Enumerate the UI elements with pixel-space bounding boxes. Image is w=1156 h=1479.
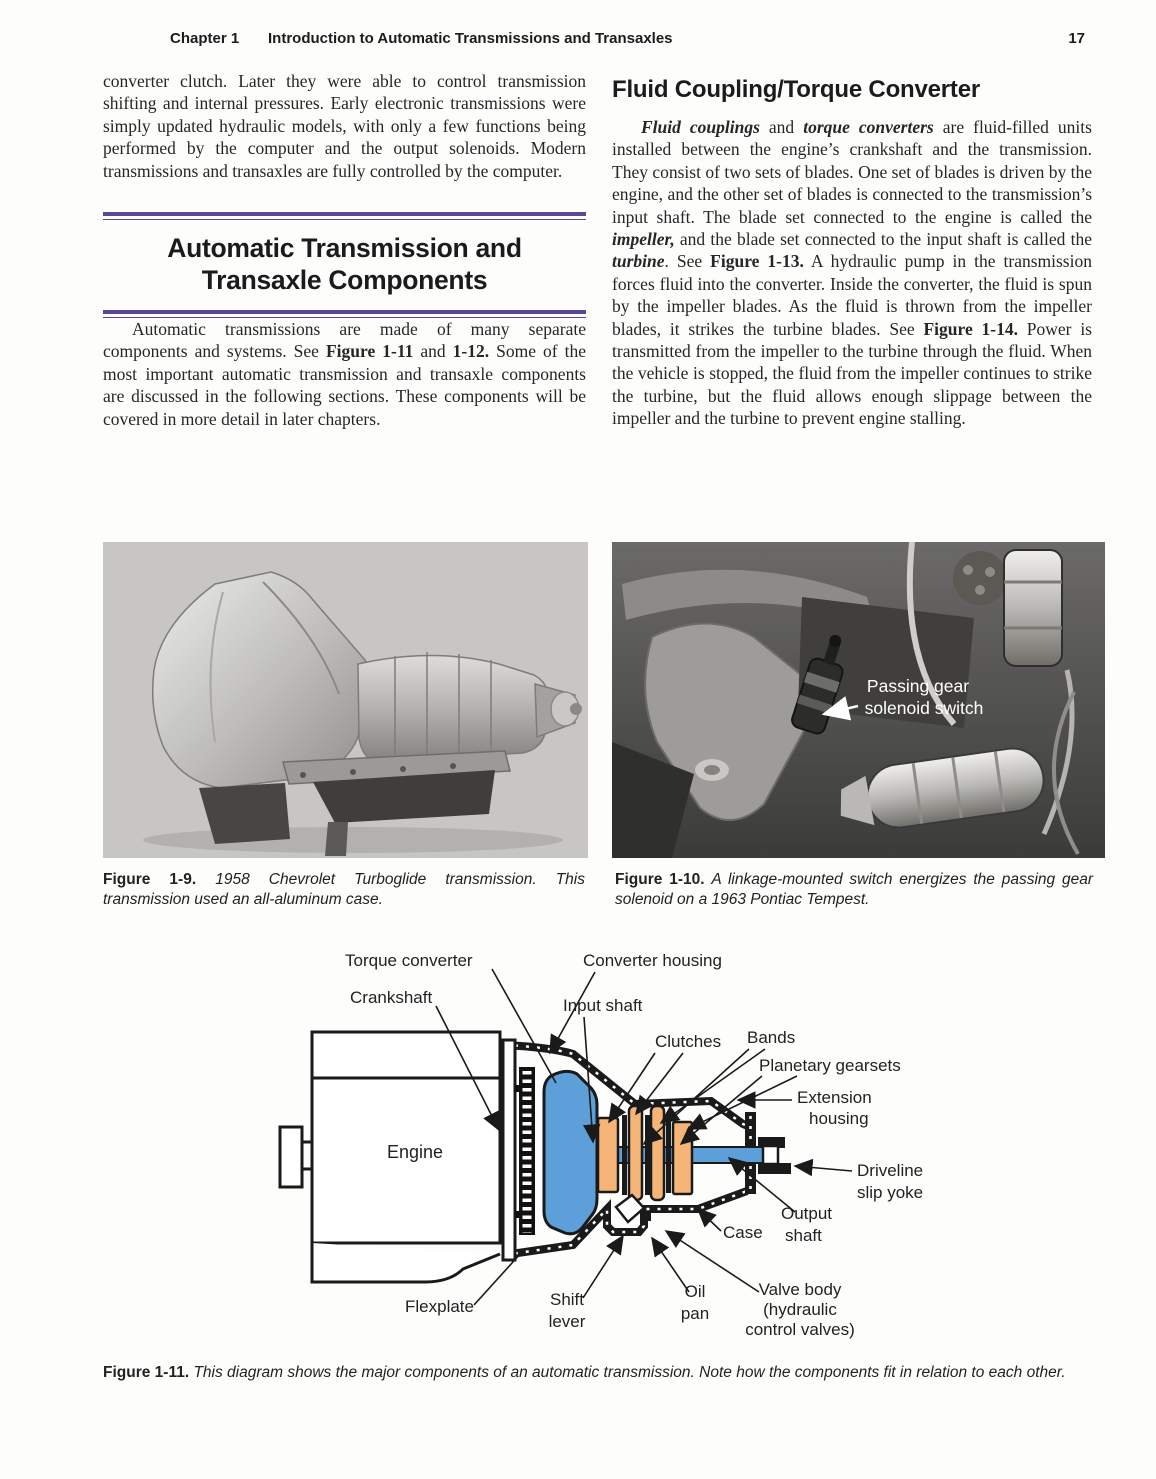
band-graphic-1 [627,1104,644,1202]
paragraph-fluid-coupling: Fluid couplings and torque converters ar… [612,117,1092,429]
label-converter-housing: Converter housing [583,951,722,970]
section-heading: Automatic Transmission and Transaxle Com… [103,220,586,310]
label-case: Case [723,1223,763,1242]
band-graphic-2 [649,1104,666,1202]
subsection-heading: Fluid Coupling/Torque Converter [612,76,981,103]
chapter-title: Introduction to Automatic Transmissions … [268,30,673,47]
figure-1-9-photo [103,542,588,858]
label-flexplate: Flexplate [405,1297,474,1316]
figure-1-11-caption: Figure 1-11. This diagram shows the majo… [103,1363,1088,1383]
figure-1-10-photo: Passing gear solenoid switch [612,542,1105,858]
clutch-pack-graphic [596,1116,620,1194]
figure-1-10-caption: Figure 1-10. A linkage-mounted switch en… [615,870,1093,910]
figure-1-9-text: 1958 Chevrolet Turboglide transmission. … [103,871,585,908]
label-shift-lever-1: Shift [550,1290,584,1309]
engine-block [278,1030,502,1284]
paragraph-continuation: converter clutch. Later they were able t… [103,71,586,181]
label-oil-pan-1: Oil [685,1282,706,1301]
label-torque-converter: Torque converter [345,951,473,970]
section-heading-line2: Transaxle Components [201,265,488,296]
double-rule-bottom [103,310,586,319]
shift-lever-graphic [614,1193,651,1224]
figure-1-10-label: Figure 1-10. [615,871,705,888]
leader-lines [435,968,853,1306]
transmission-photo-illustration [103,542,588,858]
diagram-labels: Torque converter Converter housing Crank… [345,951,923,1339]
label-extension-housing-1: Extension [797,1088,872,1107]
figure-1-9-caption: Figure 1-9. 1958 Chevrolet Turboglide tr… [103,870,585,910]
figure-1-11-diagram: Torque converter Converter housing Crank… [278,951,923,1339]
label-output-shaft-2: shaft [785,1226,822,1245]
flexplate-graphic [501,1038,535,1262]
label-output-shaft-1: Output [781,1204,832,1223]
photo-annotation-arrow [821,696,859,721]
planetary-gearset-graphic [671,1120,694,1196]
chapter-number: Chapter 1 [170,30,240,47]
label-engine: Engine [387,1142,443,1162]
label-valve-body-1: Valve body [759,1280,842,1299]
engine-bay-photo-illustration: Passing gear solenoid switch [612,542,1105,858]
gear-train [596,1104,694,1202]
photo-annotation-line1: Passing gear [867,676,969,696]
label-driveline-slip-yoke-1: Driveline [857,1161,923,1180]
figure-1-11-text: This diagram shows the major components … [193,1364,1066,1381]
section-heading-block: Automatic Transmission and Transaxle Com… [103,212,586,319]
right-column: Fluid Coupling/Torque Converter Fluid co… [612,76,1092,430]
figure-1-9-label: Figure 1-9. [103,871,197,888]
page-number: 17 [1068,30,1085,47]
label-shift-lever-2: lever [549,1312,586,1331]
double-rule-top [103,212,586,221]
label-valve-body-3: control valves) [745,1320,855,1339]
label-planetary-gearsets: Planetary gearsets [759,1056,901,1075]
section-heading-line1: Automatic Transmission and [167,233,522,264]
label-driveline-slip-yoke-2: slip yoke [857,1183,923,1202]
label-extension-housing-2: housing [809,1109,869,1128]
figure-1-10-text: A linkage-mounted switch energizes the p… [615,871,1094,908]
label-bands: Bands [747,1028,795,1047]
label-oil-pan-2: pan [681,1304,709,1323]
crankshaft-pulley [278,1125,304,1189]
photo-annotation-line2: solenoid switch [865,698,984,718]
label-crankshaft: Crankshaft [350,988,432,1007]
left-column: converter clutch. Later they were able t… [103,70,586,430]
figure-1-11-label: Figure 1-11. [103,1364,190,1381]
slip-yoke-graphic [758,1137,791,1174]
paragraph-components: Automatic transmissions are made of many… [103,319,586,429]
label-valve-body-2: (hydraulic [763,1300,837,1319]
label-input-shaft: Input shaft [563,996,643,1015]
label-clutches: Clutches [655,1032,721,1051]
